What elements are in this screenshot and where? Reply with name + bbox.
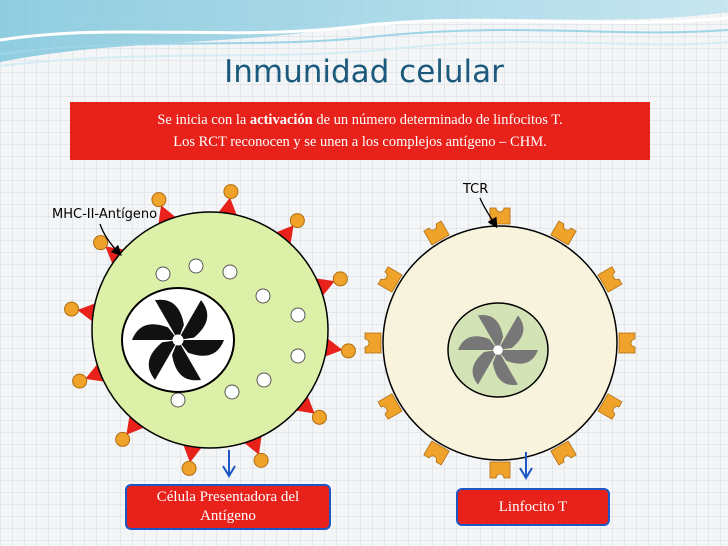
tcr-receptor	[377, 393, 403, 420]
tcr-receptor	[550, 440, 577, 466]
banner-line-1-pre: Se inicia con la	[157, 112, 250, 128]
tcell-chromatin-blade	[472, 350, 498, 385]
tcell-chromatin-blade	[498, 350, 538, 364]
banner-line-1: Se inicia con la activación de un número…	[157, 109, 562, 131]
antigen-knob	[72, 373, 88, 389]
antigen-knob	[253, 452, 269, 468]
tcr-receptor	[489, 461, 511, 479]
tcell-chromatin-blade	[492, 350, 518, 386]
tcr-receptor	[423, 220, 450, 246]
antigen-knob	[340, 343, 356, 359]
antigen-knob	[332, 271, 348, 287]
vesicle	[170, 392, 186, 408]
apc-label-box: Célula Presentadora del Antígeno	[125, 484, 331, 530]
antigen-knob	[311, 409, 327, 425]
tcell-chromatin-blade	[478, 314, 504, 350]
apc-chromatin-blade	[132, 324, 178, 340]
tcell-chromatin-blade	[498, 315, 524, 350]
apc-vesicles	[155, 258, 306, 408]
tcell-label-box: Linfocito T	[456, 488, 610, 526]
vesicle	[256, 372, 272, 388]
tcr-label: TCR	[462, 182, 488, 197]
antigen-knob	[223, 184, 239, 200]
t-lymphocyte	[364, 207, 636, 479]
tcr-receptor	[597, 393, 623, 420]
mhc-triangle	[276, 225, 294, 244]
mhc-triangle	[325, 338, 343, 357]
banner-line-1-post: de un número determinado de linfocitos T…	[312, 112, 563, 128]
mhc-triangle	[296, 396, 315, 414]
mhc-triangle	[158, 205, 176, 224]
vesicle	[290, 307, 306, 323]
mhc-antigen-complexes	[64, 184, 356, 476]
vesicle	[188, 258, 204, 274]
mhc-pointer-arrow	[99, 223, 122, 256]
antigen-knob	[289, 213, 305, 229]
tcell-chromatin	[458, 314, 538, 386]
mhc-triangle	[77, 303, 95, 322]
mhc-triangle	[316, 278, 335, 296]
antigen-knob	[181, 460, 197, 476]
tcr-pointer-arrow	[479, 197, 498, 229]
apc-chromatin-blade	[178, 300, 208, 340]
mhc-triangle	[183, 445, 202, 463]
tcell-down-arrow	[519, 452, 533, 480]
apc-chromatin-blade	[155, 299, 184, 340]
mhc-triangle	[85, 364, 104, 382]
apc-chromatin-blade	[148, 340, 178, 380]
tcr-receptor	[618, 332, 636, 354]
mhc-triangle	[244, 436, 262, 455]
apc-chromatin-blade	[178, 340, 224, 356]
apc-chromatin	[132, 299, 224, 381]
tcr-receptor	[550, 220, 577, 246]
tcell-chromatin-blade	[458, 336, 498, 350]
vesicle	[222, 264, 238, 280]
tcell-chromatin-blade-center	[493, 345, 503, 355]
antigen-knob	[151, 192, 167, 208]
intro-banner: Se inicia con la activación de un número…	[70, 102, 650, 160]
vesicle	[255, 288, 271, 304]
slide-title: Inmunidad celular	[224, 54, 504, 90]
apc-label-line-1: Célula Presentadora del	[156, 489, 300, 505]
banner-line-2: Los RCT reconocen y se unen a los comple…	[173, 134, 547, 150]
tcr-receptor	[377, 266, 403, 293]
antigen-presenting-cell	[64, 184, 356, 476]
apc-down-arrow	[222, 450, 236, 478]
mhc-triangle	[218, 197, 237, 215]
tcr-receptor	[597, 266, 623, 293]
tcr-receptors	[364, 207, 636, 479]
vesicle	[155, 266, 171, 282]
vesicle	[290, 348, 306, 364]
decorative-waves	[0, 0, 728, 67]
antigen-knob	[64, 301, 80, 317]
tcr-receptor	[423, 440, 450, 466]
apc-chromatin-blade-center	[172, 334, 184, 346]
tcr-receptor	[364, 332, 382, 354]
apc-label-line-2: Antígeno	[200, 508, 256, 524]
vesicle	[224, 384, 240, 400]
mhc-triangle	[126, 416, 144, 435]
tcell-label: Linfocito T	[498, 498, 568, 515]
antigen-knob	[115, 431, 131, 447]
mhc-antigen-label: MHC-II-Antígeno	[52, 207, 157, 222]
banner-line-1-bold: activación	[249, 112, 313, 128]
antigen-knob	[93, 235, 109, 251]
apc-chromatin-blade	[172, 340, 201, 381]
